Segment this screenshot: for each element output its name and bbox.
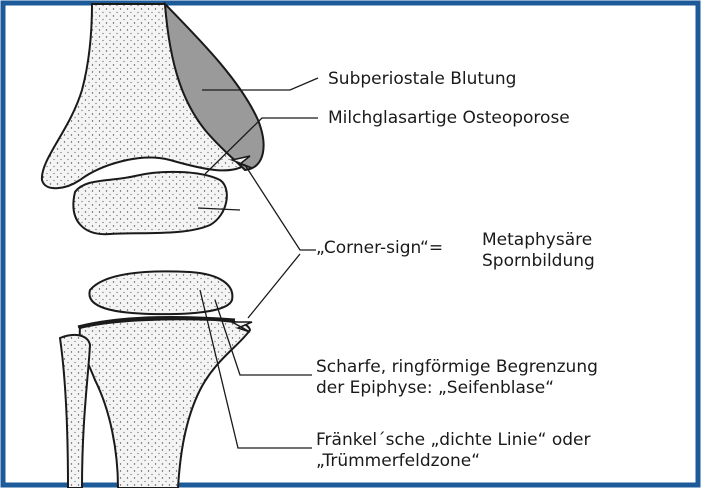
label-subperiostal: Subperiostale Blutung (328, 70, 516, 89)
leader-fraenkel (200, 290, 312, 448)
label-fraenkel-1: Fränkel´sche „dichte Linie“ oder (316, 431, 590, 450)
femur-epiphysis (73, 172, 226, 234)
label-metaphysaer-2: Spornbildung (482, 252, 595, 271)
tibia (80, 319, 250, 488)
label-seifenblase-2: der Epiphyse: „Seifenblase“ (316, 379, 554, 398)
fibula (60, 335, 90, 488)
label-fraenkel-2: „Trümmerfeldzone“ (316, 452, 480, 471)
tibia-epiphysis (89, 271, 232, 314)
label-corner-sign: „Corner-sign“= (316, 239, 443, 258)
label-metaphysaer-1: Metaphysäre (482, 231, 592, 250)
label-milchglas: Milchglasartige Osteoporose (328, 109, 570, 128)
label-seifenblase-1: Scharfe, ringförmige Begrenzung (316, 358, 598, 377)
leader-corner-bottom (248, 254, 300, 318)
leader-corner-top (245, 165, 316, 250)
